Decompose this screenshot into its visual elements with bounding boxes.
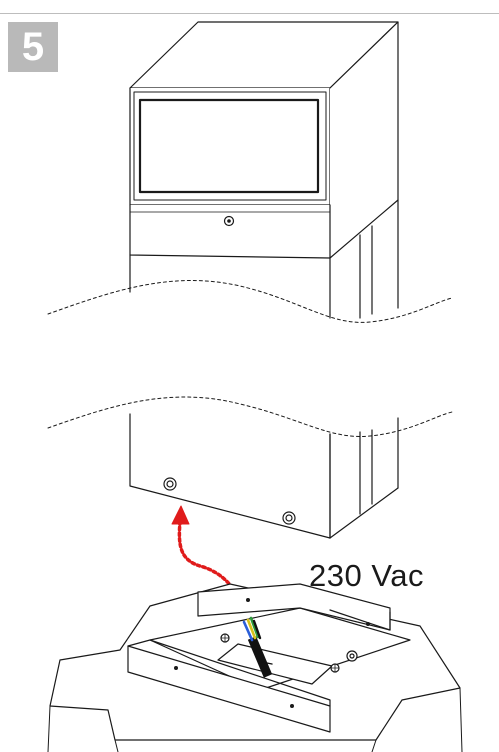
voltage-label: 230 Vac — [309, 558, 424, 593]
break-line-lower — [47, 396, 453, 437]
break-line-upper — [47, 280, 453, 323]
header-rule — [0, 0, 499, 14]
lamp-head — [129, 21, 399, 259]
supply-cable — [242, 616, 273, 678]
bolt-icon — [330, 663, 340, 673]
step-number-badge: 5 — [8, 22, 58, 72]
pole-upper — [129, 199, 399, 319]
bolt-icon — [220, 633, 230, 643]
pole-lower — [129, 413, 399, 539]
ground-base — [47, 583, 463, 752]
arrow-head-icon — [171, 505, 190, 525]
screw-hole-right — [282, 511, 296, 525]
screw-hole-left — [163, 477, 177, 491]
